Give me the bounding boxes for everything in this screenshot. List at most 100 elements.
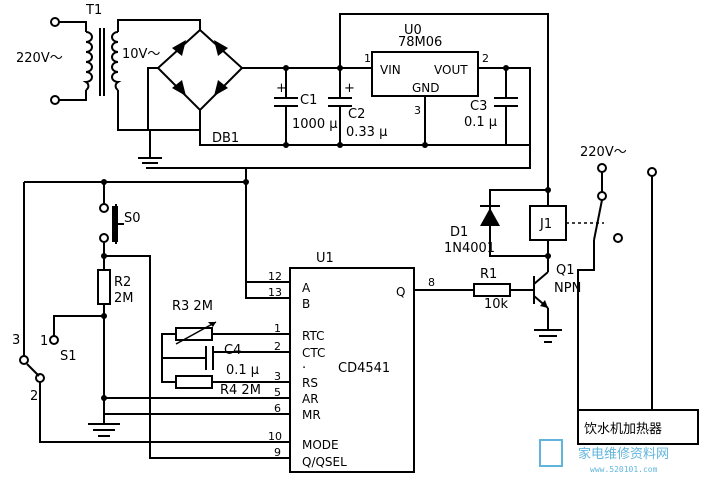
resistor-r1: R1 10k: [473, 267, 511, 312]
q1-type: NPN: [554, 281, 581, 296]
regulator-vout-label: VOUT: [434, 63, 468, 77]
ic-u1: U1 CD4541 · 12 A 13 B 1 RTC 2 CTC 3 RS 5…: [268, 251, 435, 473]
ic-pin-name: MODE: [302, 438, 339, 452]
ic-part: CD4541: [338, 361, 390, 376]
regulator-gnd-label: GND: [412, 81, 440, 95]
resistor-r4: R4 2M: [175, 375, 261, 398]
regulator-pin-out: 2: [482, 52, 489, 65]
ic-pin-num: 12: [268, 270, 282, 283]
transistor-q1: Q1 NPN: [533, 263, 581, 309]
c4-ref: C4: [224, 343, 241, 358]
c1-polarity: +: [276, 81, 287, 96]
wire-pin10: [39, 382, 290, 443]
c1-value: 1000 μ: [292, 117, 338, 132]
watermark-url: www.520101.com: [590, 465, 658, 474]
r2-value: 2M: [114, 291, 134, 306]
selector-switch-s1: 3 1 S1 2: [12, 333, 77, 404]
c3-value: 0.1 μ: [464, 115, 497, 130]
wire-pin9: [104, 255, 290, 459]
ic-pin-name: RS: [302, 376, 318, 390]
capacitor-c2: + C2 0.33 μ: [328, 68, 387, 145]
diode-d1: D1 1N4001: [444, 196, 500, 256]
ic-pin-name: RTC: [302, 329, 324, 343]
heater-load: 饮水机加热器: [577, 409, 699, 445]
wire-vcc-top-rail: [339, 13, 549, 190]
d1-part: 1N4001: [444, 241, 495, 256]
mains-input-terminal-bottom: [50, 95, 60, 105]
secondary-winding: [111, 31, 122, 91]
s0-label: S0: [124, 211, 141, 226]
node-c1-bottom: [283, 142, 289, 148]
regulator-pin-gnd: 3: [414, 104, 421, 117]
regulator-vin-label: VIN: [380, 63, 401, 77]
ground-symbol-logic: [88, 423, 120, 437]
ground-symbol-transistor: [534, 329, 562, 343]
c2-polarity: +: [344, 81, 355, 96]
wire-d1-bottom: [489, 238, 548, 257]
ic-pin-name: MR: [302, 408, 321, 422]
watermark: 家电维修资料网 www.520101.com: [539, 439, 669, 474]
r4-label: R4 2M: [220, 383, 261, 398]
ic-pin-num: 6: [274, 402, 281, 415]
c2-value: 0.33 μ: [346, 125, 387, 140]
wire-s1-pin1: [53, 315, 104, 336]
r1-value: 10k: [484, 297, 509, 312]
ic-pin-num: 5: [274, 386, 281, 399]
primary-winding: [82, 31, 93, 91]
ic-pin-num: 3: [274, 370, 281, 383]
transformer-t1: T1 220V～ 10V～: [16, 3, 160, 105]
watermark-text: 家电维修资料网: [578, 446, 669, 462]
ic-pin-num: 1: [274, 322, 281, 335]
ic-pin-num: 9: [274, 446, 281, 459]
ic-pin-name: Q/QSEL: [302, 455, 347, 469]
bridge-diode-3: [172, 80, 186, 96]
capacitor-c3: C3 0.1 μ: [464, 68, 518, 145]
r1-ref: R1: [480, 267, 497, 282]
regulator-ref: U0: [404, 23, 422, 38]
capacitor-c4: C4 0.1 μ: [162, 343, 290, 378]
s1-label: S1: [60, 349, 77, 364]
r2-ref: R2: [114, 275, 131, 290]
ic-ref: U1: [316, 251, 334, 266]
bridge-diode-4: [214, 80, 228, 96]
wire-bridge-neg: [147, 67, 158, 130]
relay-j1: J1: [529, 205, 567, 241]
transformer-primary-label: 220V～: [16, 51, 63, 66]
primary-leads: [59, 21, 87, 101]
ic-dot: ·: [302, 361, 306, 376]
regulator-part: 78M06: [398, 35, 442, 50]
ic-pin-name: B: [302, 297, 310, 311]
wire-heater-left: [577, 240, 595, 410]
ic-out-pin-name: Q: [396, 285, 405, 299]
wire-d1-top: [489, 189, 548, 196]
s1-pin3: 3: [12, 333, 20, 348]
pushbutton-s0: S0: [99, 182, 141, 244]
ground-symbol-bridge: [138, 157, 162, 169]
ic-pin-num: 10: [268, 430, 282, 443]
transformer-ref: T1: [85, 3, 102, 18]
resistor-r2: R2 2M: [97, 269, 134, 306]
c1-ref: C1: [300, 93, 317, 108]
c4-value: 0.1 μ: [226, 363, 259, 378]
ic-pin-name: AR: [302, 392, 319, 406]
s1-pin1: 1: [40, 334, 48, 349]
d1-ref: D1: [450, 225, 468, 240]
c3-ref: C3: [470, 99, 487, 114]
s1-pin2: 2: [30, 389, 38, 404]
transformer-secondary-label: 10V～: [122, 47, 160, 62]
bridge-outline: [156, 28, 244, 112]
r3-label: R3 2M: [172, 299, 213, 314]
wire-sec-top: [117, 19, 201, 32]
q1-ref: Q1: [556, 263, 575, 278]
node-c1-top: [283, 65, 289, 71]
node-c2-bottom: [337, 142, 343, 148]
regulator-pin-in: 1: [364, 52, 371, 65]
load-label: 饮水机加热器: [584, 422, 662, 437]
wire-ground-bus: [199, 110, 530, 146]
c2-ref: C2: [348, 107, 365, 122]
node-regulator-gnd: [422, 142, 428, 148]
ic-out-pin-num: 8: [428, 276, 435, 289]
resistor-r3: R3 2M: [172, 299, 217, 345]
wire-sec-bottom: [117, 90, 201, 158]
relay-ref: J1: [539, 217, 552, 232]
